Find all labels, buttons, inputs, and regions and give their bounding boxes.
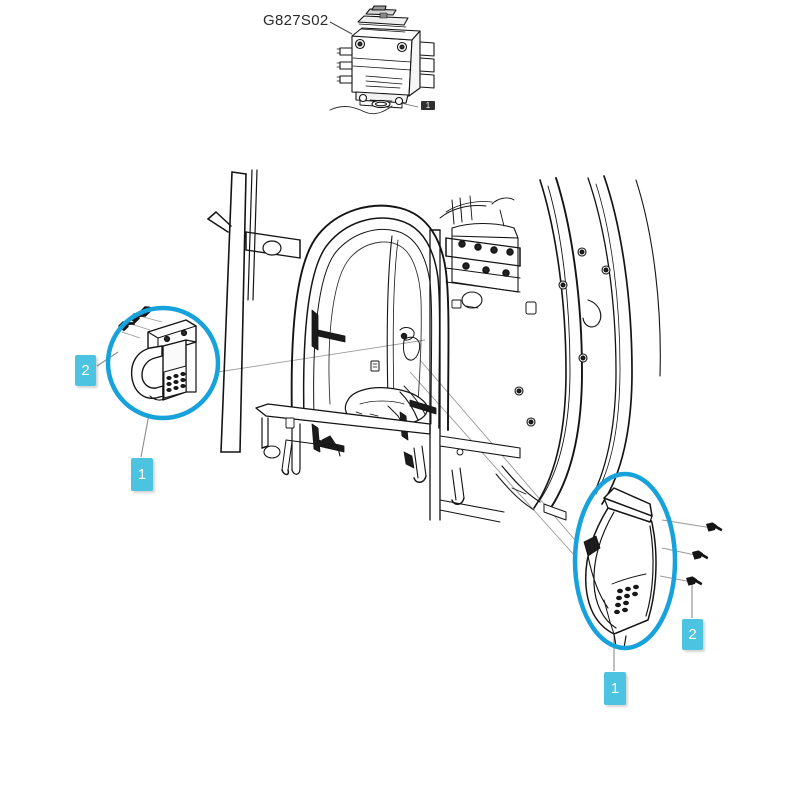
callout-badge-left-1[interactable]: 1 xyxy=(131,458,153,491)
cab-frame-assembly xyxy=(207,169,661,523)
left-detail-highlight-circle xyxy=(105,305,221,421)
hydraulic-valve-assembly xyxy=(329,5,435,115)
valve-detail-micro-badge: 1 xyxy=(421,101,435,110)
left-detail-view-contents xyxy=(130,319,197,401)
right-detail-highlight-circle xyxy=(572,471,678,651)
callout-badge-right-1[interactable]: 1 xyxy=(604,672,626,705)
fender-panel-bolts xyxy=(684,521,724,589)
part-number-leader xyxy=(329,21,353,35)
callout-badge-right-2[interactable]: 2 xyxy=(682,619,703,650)
assembly-part-number-label: G827S02 xyxy=(263,12,329,29)
callout-badge-left-2[interactable]: 2 xyxy=(75,355,96,386)
right-detail-view-contents xyxy=(583,487,657,649)
